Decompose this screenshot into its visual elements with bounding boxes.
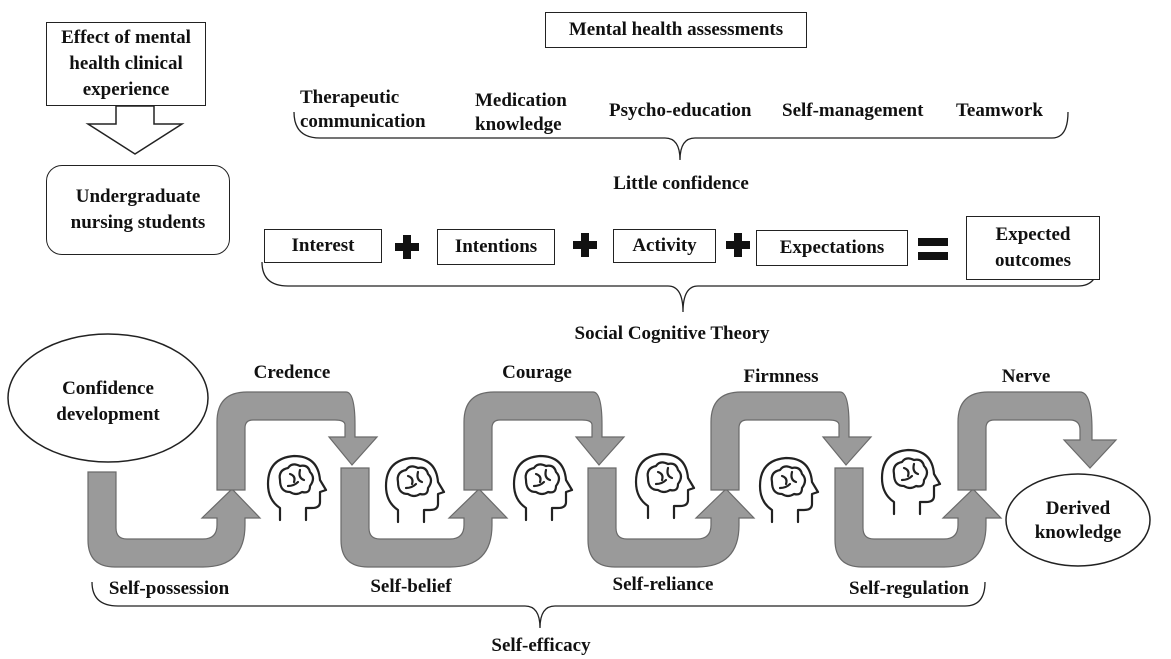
brain-head-icon <box>384 456 446 524</box>
assessment-item-self-management: Self-management <box>782 100 923 122</box>
assessment-brace <box>293 111 1069 161</box>
assessment-item-line: communication <box>300 111 426 132</box>
assessments-title: Mental health assessments <box>568 19 784 40</box>
assessment-item-line: Therapeutic <box>300 87 400 108</box>
activity-box: Activity <box>613 229 716 263</box>
confidence-development-line-1: Confidence <box>62 378 154 399</box>
sct-brace <box>261 261 1099 313</box>
self-reliance-label: Self-reliance <box>612 574 714 595</box>
brain-head-icon <box>634 452 696 520</box>
n-arrow-2 <box>463 391 626 491</box>
expectations-label: Expectations <box>779 237 885 258</box>
brain-head-icons <box>266 448 942 524</box>
confidence-development-ellipse <box>7 333 209 463</box>
self-belief-label: Self-belief <box>370 576 452 597</box>
plus-icon <box>395 235 419 259</box>
students-box: Undergraduate nursing students <box>46 165 230 255</box>
confidence-development-line-2: development <box>56 404 160 425</box>
effect-line-2: health clinical <box>69 53 183 74</box>
activity-label: Activity <box>632 235 697 256</box>
self-efficacy-brace <box>91 581 986 629</box>
courage-label: Courage <box>502 362 572 383</box>
intentions-box: Intentions <box>437 229 555 265</box>
self-possession-label: Self-possession <box>108 578 230 599</box>
brain-head-icon <box>880 448 942 516</box>
interest-box: Interest <box>264 229 382 263</box>
brain-head-icon <box>512 454 574 522</box>
social-cognitive-theory-label: Social Cognitive Theory <box>574 323 770 344</box>
derived-knowledge-line-1: Derived <box>1045 498 1111 519</box>
assessment-item-line: Medication <box>475 90 567 111</box>
self-regulation-label: Self-regulation <box>849 578 969 599</box>
n-arrow-4 <box>957 391 1118 491</box>
little-confidence-label: Little confidence <box>613 173 749 194</box>
assessment-item-psycho-education: Psycho-education <box>609 100 752 122</box>
assessments-title-box: Mental health assessments <box>545 12 807 48</box>
effect-line-3: experience <box>82 79 170 100</box>
arrow-down-icon <box>85 105 185 155</box>
brain-head-icon <box>758 456 820 524</box>
plus-icon <box>726 233 750 257</box>
students-line-2: nursing students <box>70 212 206 233</box>
derived-knowledge-ellipse <box>1005 473 1151 567</box>
confidence-path-arrows <box>87 391 1118 568</box>
derived-knowledge-line-2: knowledge <box>1034 522 1122 543</box>
assessment-item-line: Psycho-education <box>609 100 752 121</box>
assessment-item-medication: Medication knowledge <box>475 89 567 137</box>
assessment-item-line: Teamwork <box>956 100 1043 121</box>
expected-outcomes-line-2: outcomes <box>995 250 1071 271</box>
assessment-item-teamwork: Teamwork <box>956 100 1043 122</box>
firmness-label: Firmness <box>743 366 819 387</box>
equals-icon <box>918 238 948 260</box>
assessment-item-therapeutic: Therapeutic communication <box>300 86 426 134</box>
expected-outcomes-box: Expected outcomes <box>966 216 1100 280</box>
expectations-box: Expectations <box>756 230 908 266</box>
self-efficacy-label: Self-efficacy <box>491 635 591 656</box>
assessment-item-line: knowledge <box>475 114 562 135</box>
effect-box: Effect of mental health clinical experie… <box>46 22 206 106</box>
effect-line-1: Effect of mental <box>61 27 191 48</box>
intentions-label: Intentions <box>454 236 538 257</box>
assessment-item-line: Self-management <box>782 100 924 121</box>
interest-label: Interest <box>291 235 355 256</box>
credence-label: Credence <box>253 362 331 383</box>
n-arrow-1 <box>216 391 379 491</box>
expected-outcomes-line-1: Expected <box>995 224 1071 245</box>
n-arrow-3 <box>710 391 873 491</box>
nerve-label: Nerve <box>1001 366 1051 387</box>
brain-head-icon <box>266 454 328 522</box>
students-line-1: Undergraduate <box>75 186 201 207</box>
derived-knowledge-label: Derived knowledge <box>1035 497 1122 545</box>
plus-icon <box>573 233 597 257</box>
confidence-development-label: Confidence development <box>56 376 159 428</box>
